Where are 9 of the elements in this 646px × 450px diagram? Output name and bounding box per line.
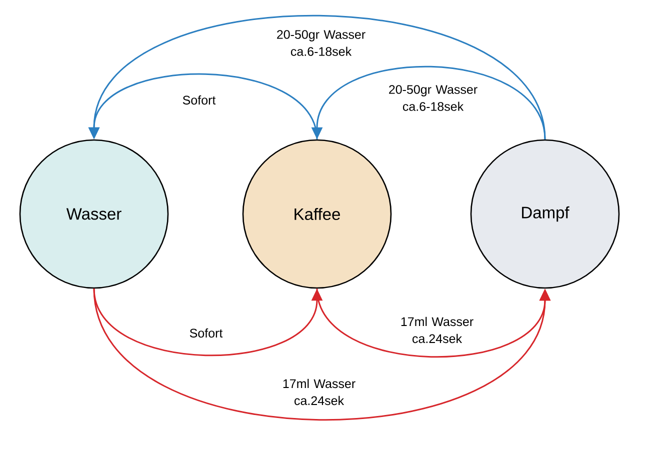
edge-label: 20-50gr Wasser ca.6-18sek [277,30,366,56]
edge-label: Sofort [190,328,223,338]
edge-label: 17ml Wasser ca.24sek [283,378,356,406]
circle-node: Dampf [470,139,620,289]
edge-label: Sofort [182,95,216,105]
circle-node: Wasser [19,139,169,289]
circle-node: Kaffee [242,139,392,289]
edge-label: 20-50gr Wasser ca.6-18sek [389,85,478,111]
edge-label: 17ml Wasser ca.24sek [401,316,474,344]
